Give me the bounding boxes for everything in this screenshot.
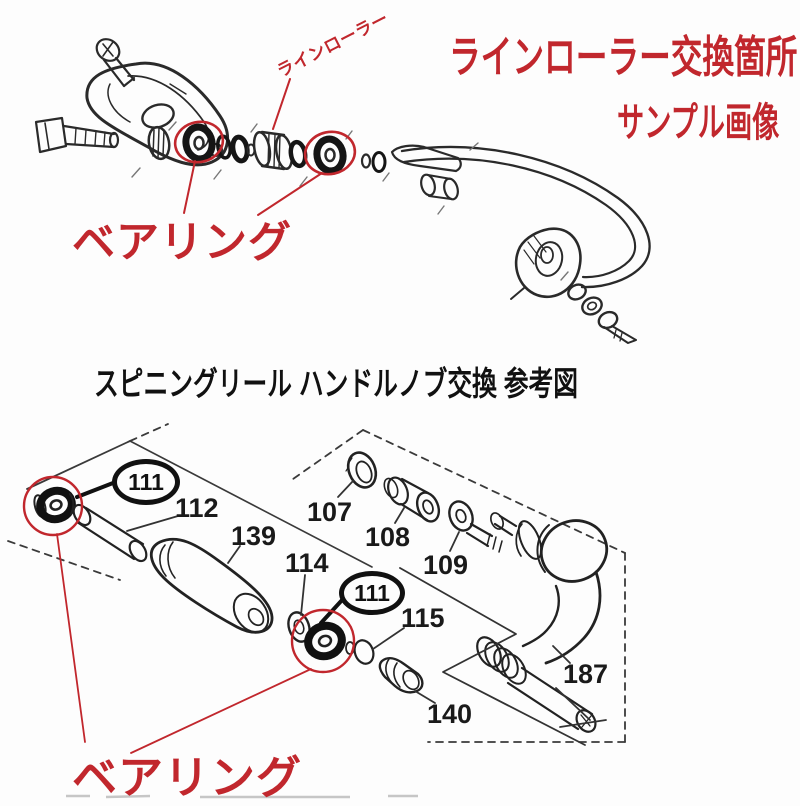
bearing-circle-2: [303, 130, 357, 176]
part-label-115: 115: [401, 603, 445, 633]
bearing-leader-right: [130, 668, 312, 754]
bearing-circle-right: [290, 608, 356, 674]
roller-leader: [272, 78, 291, 130]
part-label-140: 140: [427, 699, 473, 729]
part-badge-111-left-text: 111: [128, 468, 164, 495]
arm-blade-outline: [399, 567, 607, 746]
bail-arm-lever: [85, 61, 229, 167]
bail-lever-screw: [95, 38, 136, 88]
part-label-107: 107: [307, 497, 353, 527]
line-roller-assembly-diagram: [34, 38, 651, 344]
mount-bolt: [34, 116, 120, 154]
knob-cap-140: [378, 656, 424, 694]
bearing-leader-left: [56, 533, 86, 743]
red-annotations-top: [173, 78, 357, 216]
washer-109: [448, 500, 503, 553]
part-label-187: 187: [563, 659, 609, 689]
bearing-leader-2: [257, 172, 323, 216]
cap-ring-107: [345, 451, 378, 489]
holder-screw-set: [567, 283, 637, 344]
part-badge-111-right: 111: [339, 571, 405, 615]
part-label-114: 114: [285, 548, 329, 578]
hatch-ticks: [131, 121, 569, 281]
bearing-2: [313, 135, 347, 175]
part-badge-111-right-text: 111: [354, 579, 390, 606]
diagram-caption: スピニングリール ハンドルノブ交換 参考図: [94, 365, 579, 402]
part-label-109: 109: [423, 550, 469, 580]
handle-knob-139: [150, 537, 274, 634]
knob-pin-112: [72, 503, 148, 563]
knob-core-108: [383, 476, 441, 523]
cutoff-text-marks: [66, 794, 418, 799]
knob-bearing-right: [304, 621, 346, 661]
part-label-112: 112: [175, 493, 219, 523]
bearing-label-top: ベアリング: [72, 219, 292, 267]
small-rings: [360, 151, 387, 173]
bearing-circle-1: [173, 120, 225, 164]
bearing-label-bottom: ベアリング: [72, 752, 303, 803]
page-title: ラインローラー交換箇所: [449, 33, 798, 82]
sample-image-label: サンプル画像: [617, 101, 780, 145]
bail-wire: [390, 144, 651, 289]
knob-bearing-left: [33, 486, 76, 524]
screw-115: [345, 639, 375, 665]
label-leader-lines: [126, 480, 571, 704]
handle-arm-187: [476, 512, 609, 733]
part-badge-111-left: 111: [112, 459, 180, 505]
red-annotations-bottom: [22, 475, 356, 754]
bearing-1: [182, 123, 216, 163]
washer-ribbed: [147, 125, 171, 161]
part-label-108: 108: [365, 522, 411, 552]
part-label-139: 139: [231, 521, 277, 551]
bearing-leader-1: [183, 160, 196, 214]
line-roller: [252, 130, 294, 171]
crop-border: [7, 423, 626, 743]
handle-knob-assembly-diagram: [7, 423, 626, 799]
bearing-circle-left: [22, 475, 84, 537]
bail-arm-holder: [510, 227, 582, 300]
